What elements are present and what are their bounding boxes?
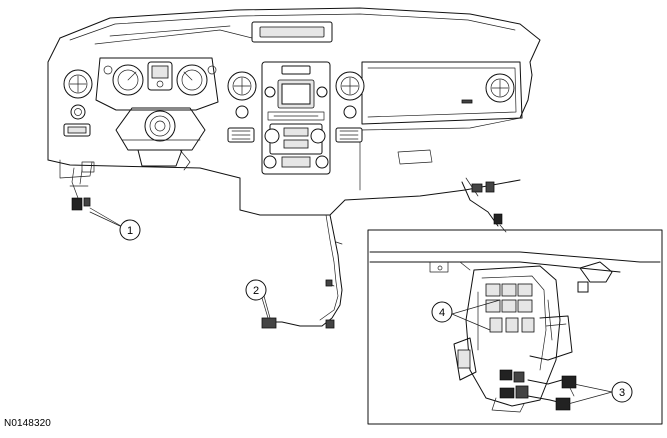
figure-id: N0148320 xyxy=(4,418,51,429)
callout-2: 2 xyxy=(245,279,267,301)
callout-2-label: 2 xyxy=(253,285,259,297)
callout-4: 4 xyxy=(431,301,453,323)
callout-1-label: 1 xyxy=(127,225,133,237)
callout-3: 3 xyxy=(611,381,633,403)
center-harness xyxy=(261,214,343,329)
detail-inset xyxy=(367,229,663,425)
callout-4-label: 4 xyxy=(439,307,445,319)
left-connector xyxy=(69,167,121,227)
right-kick-connector xyxy=(461,177,507,233)
dashboard xyxy=(47,7,541,216)
callout-1: 1 xyxy=(119,219,141,241)
callout-3-label: 3 xyxy=(619,387,625,399)
callout-leaders xyxy=(89,207,613,405)
